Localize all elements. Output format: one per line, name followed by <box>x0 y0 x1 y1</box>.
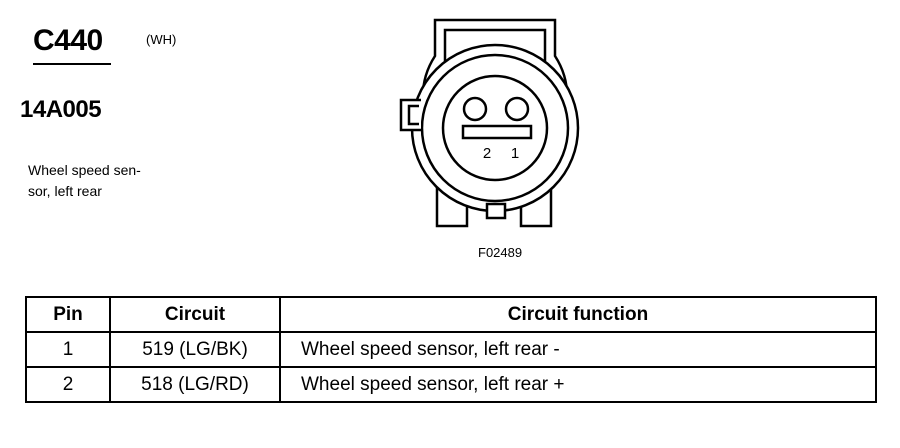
figure-code: F02489 <box>478 245 523 260</box>
pin-cavity-1 <box>504 96 530 122</box>
connector-flange-inner <box>443 28 547 66</box>
connector-color: (WH) <box>146 32 177 47</box>
pin-label-1: 1 <box>511 145 519 162</box>
cell-circuit-function: Wheel speed sensor, left rear + <box>279 366 877 403</box>
pinout-table: Pin Circuit Circuit function 1 519 (LG/B… <box>25 296 877 403</box>
connector-face-diagram: 2 1 <box>399 18 580 228</box>
pin-cavity-2 <box>462 96 488 122</box>
connector-description: Wheel speed sen- sor, left rear <box>28 162 141 199</box>
table-row: 1 519 (LG/BK) Wheel speed sensor, left r… <box>25 331 877 368</box>
header-circuit: Circuit <box>109 296 281 333</box>
title-underline <box>33 63 111 65</box>
connector-id: C440 <box>33 24 103 57</box>
cell-circuit: 518 (LG/RD) <box>109 366 281 403</box>
connector-lock-tab <box>399 98 421 132</box>
cell-circuit-function: Wheel speed sensor, left rear - <box>279 331 877 368</box>
table-row: 2 518 (LG/RD) Wheel speed sensor, left r… <box>25 366 877 403</box>
connector-bottom-key <box>485 202 507 220</box>
latch-slot <box>461 124 533 140</box>
header-circuit-function: Circuit function <box>279 296 877 333</box>
part-number: 14A005 <box>20 96 102 123</box>
pin-label-2: 2 <box>483 145 491 162</box>
cell-pin: 1 <box>25 331 111 368</box>
cell-circuit: 519 (LG/BK) <box>109 331 281 368</box>
table-header-row: Pin Circuit Circuit function <box>25 296 877 333</box>
header-pin: Pin <box>25 296 111 333</box>
cell-pin: 2 <box>25 366 111 403</box>
